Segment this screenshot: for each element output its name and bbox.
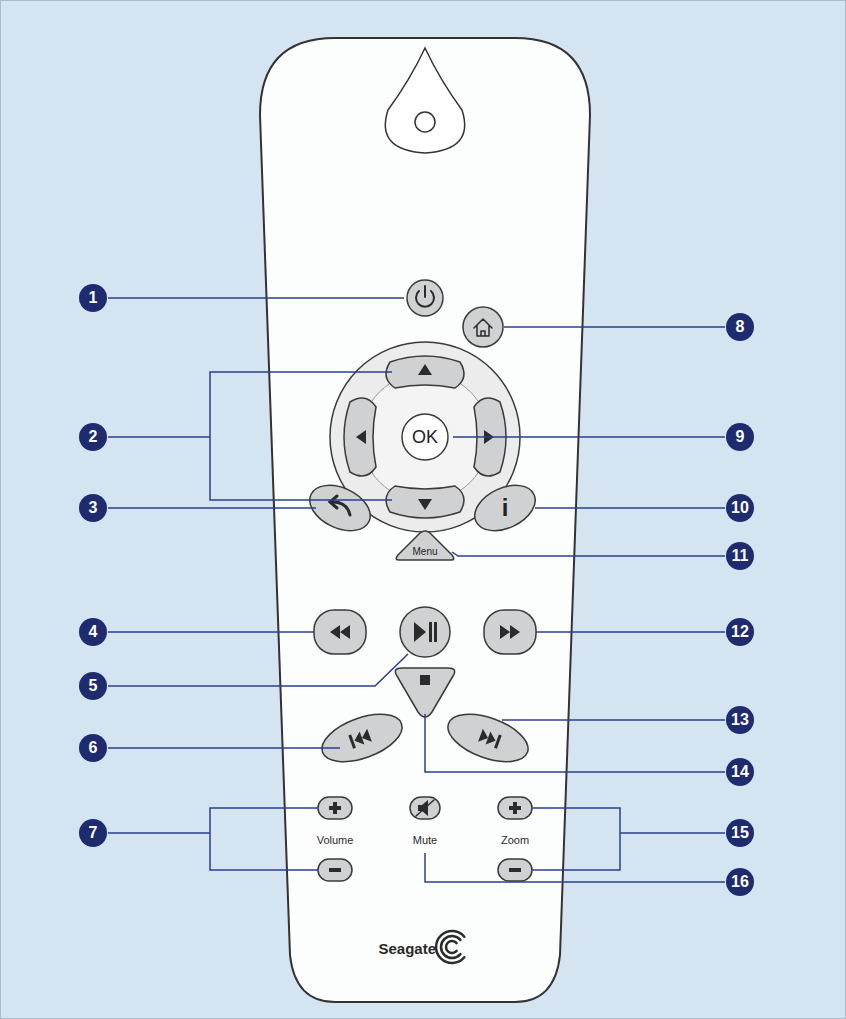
leader-line — [453, 436, 725, 438]
leader-line — [108, 747, 340, 749]
callout-number: 12 — [726, 618, 754, 646]
callout-number: 10 — [726, 494, 754, 522]
logo-arc — [446, 941, 457, 953]
info-shape — [468, 476, 543, 539]
callout-number: 3 — [79, 494, 107, 522]
previous-icon — [348, 729, 372, 749]
leader-line — [535, 507, 725, 509]
volume-up-button — [318, 797, 352, 819]
callout-number: 4 — [79, 618, 107, 646]
plus-icon — [329, 802, 341, 814]
callout-number: 16 — [726, 868, 754, 896]
ir-window — [385, 48, 464, 153]
pause-icon — [429, 622, 432, 642]
button-label: Menu — [412, 536, 437, 557]
ir-led — [415, 112, 435, 132]
callout-number: 9 — [726, 423, 754, 451]
callout-number: 7 — [79, 819, 107, 847]
leader-line — [425, 714, 725, 772]
rewind-icon — [330, 625, 350, 639]
up-arrow-icon — [418, 364, 432, 375]
left-arrow-icon — [356, 430, 366, 444]
mute-slash-icon — [416, 800, 434, 816]
ok-button: OK — [401, 413, 449, 461]
callout-number: 11 — [726, 542, 754, 570]
plus-icon — [509, 802, 521, 814]
previous-button — [316, 705, 409, 771]
power-icon — [424, 286, 426, 297]
callout-number: 13 — [726, 706, 754, 734]
button-caption: Zoom — [501, 834, 529, 846]
button-label: i — [502, 494, 509, 522]
leader-line — [108, 507, 316, 509]
button-caption: Mute — [413, 834, 437, 846]
leader-bracket — [532, 808, 725, 870]
left-key — [344, 398, 376, 476]
leader-line — [108, 297, 404, 299]
brand-logo: Seagate — [378, 940, 436, 957]
fast-forward-icon — [500, 625, 520, 639]
play-icon — [414, 622, 426, 642]
leader-line — [108, 654, 408, 686]
callout-number: 8 — [726, 313, 754, 341]
ok-circle — [402, 414, 448, 460]
leader-line — [108, 631, 314, 633]
callout-number: 14 — [726, 758, 754, 786]
leader-line — [452, 552, 725, 556]
volume-down-button — [318, 859, 352, 881]
leader-line — [502, 719, 725, 721]
logo-arc — [441, 936, 460, 958]
home-icon — [474, 319, 492, 336]
power-button — [407, 280, 443, 316]
leader-line — [504, 326, 725, 328]
home-button — [463, 307, 503, 347]
down-arrow-icon — [418, 499, 432, 510]
callout-number: 15 — [726, 819, 754, 847]
callout-number: 2 — [79, 423, 107, 451]
menu-button: Menu — [393, 529, 457, 563]
leader-line — [536, 631, 725, 633]
minus-icon — [329, 868, 341, 872]
menu-shape — [396, 531, 454, 560]
callout-number: 6 — [79, 734, 107, 762]
leader-bracket — [108, 808, 318, 870]
minus-icon — [509, 868, 521, 872]
next-button — [442, 705, 535, 771]
up-key — [386, 356, 464, 388]
fast-forward-button — [484, 610, 536, 654]
stop-icon — [420, 675, 430, 685]
rewind-button — [314, 610, 366, 654]
zoom-out-button — [498, 859, 532, 881]
leader-bracket — [108, 372, 392, 500]
stop-button — [395, 668, 454, 717]
mute-button — [410, 797, 440, 819]
callout-number: 1 — [79, 284, 107, 312]
zoom-in-button — [498, 797, 532, 819]
down-key — [386, 486, 464, 518]
button-caption: Volume — [317, 834, 354, 846]
next-icon — [478, 729, 502, 749]
pause-icon — [434, 622, 437, 642]
back-arrow-icon — [330, 496, 337, 508]
leader-line — [425, 853, 725, 882]
play-pause-button — [400, 607, 450, 657]
button-label: OK — [412, 427, 438, 448]
info-button: i — [469, 483, 541, 533]
callout-number: 5 — [79, 672, 107, 700]
logo-arc — [436, 931, 464, 963]
